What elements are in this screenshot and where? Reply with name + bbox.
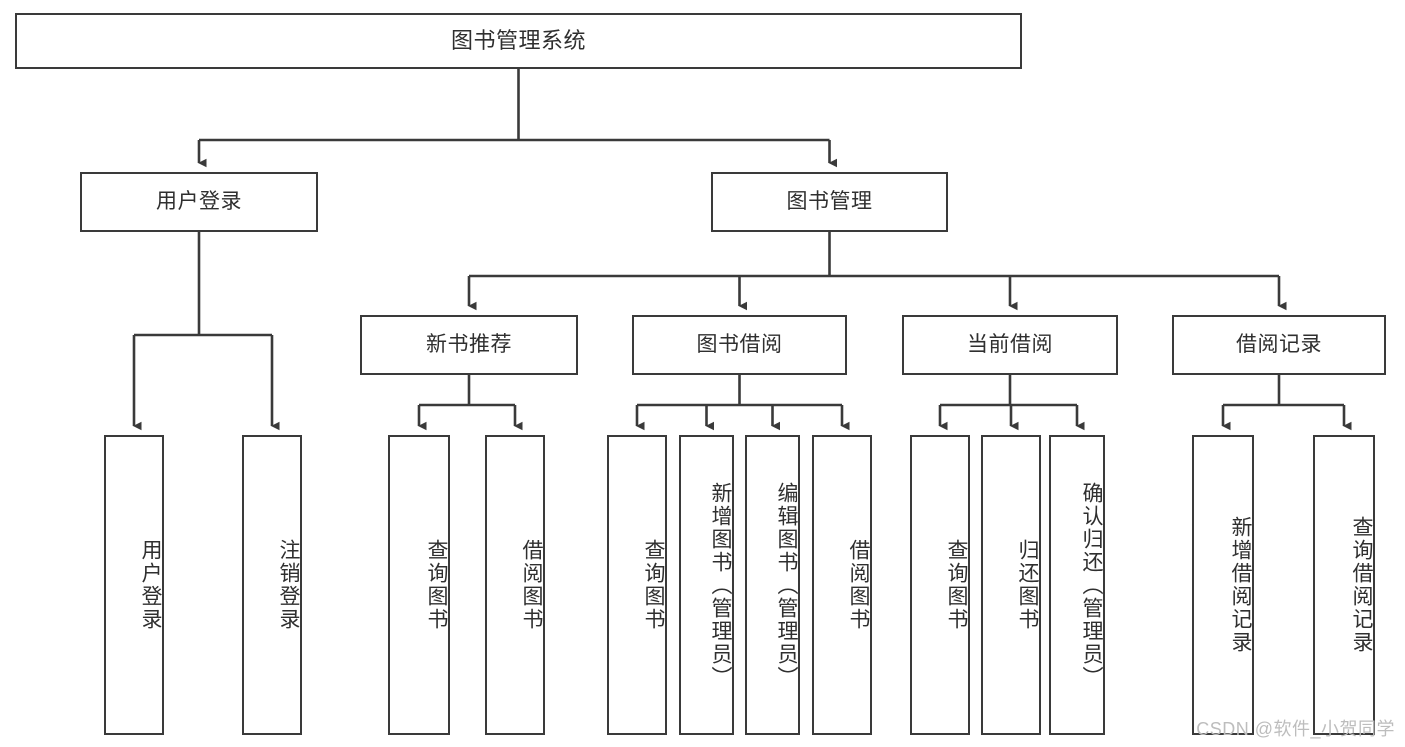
node-label: 新书推荐	[426, 332, 512, 356]
node-leaf-add-record[interactable]: 新增借阅记录	[1192, 435, 1254, 735]
node-label: 当前借阅	[967, 332, 1053, 356]
node-label: 查询图书	[945, 539, 968, 631]
node-borrow-record[interactable]: 借阅记录	[1172, 315, 1386, 375]
node-user-login[interactable]: 用户登录	[80, 172, 318, 232]
csdn-watermark: CSDN @软件_小贺同学	[1196, 719, 1395, 739]
node-label: 图书管理系统	[450, 27, 586, 53]
node-leaf-borrow-book[interactable]: 借阅图书	[812, 435, 872, 735]
node-book-borrow[interactable]: 图书借阅	[632, 315, 847, 375]
node-label: 借阅图书	[520, 539, 543, 631]
node-leaf-query-book-rec[interactable]: 查询图书	[388, 435, 450, 735]
node-label: 新增图书（管理员）	[709, 481, 732, 689]
node-label: 查询借阅记录	[1350, 516, 1373, 654]
node-label: 用户登录	[139, 539, 162, 631]
node-leaf-user-login[interactable]: 用户登录	[104, 435, 164, 735]
node-label: 用户登录	[156, 189, 242, 213]
node-label: 图书管理	[786, 189, 873, 213]
node-leaf-logout[interactable]: 注销登录	[242, 435, 302, 735]
node-label: 查询图书	[642, 539, 665, 631]
node-leaf-add-book[interactable]: 新增图书（管理员）	[679, 435, 734, 735]
node-leaf-query-book-cur[interactable]: 查询图书	[910, 435, 970, 735]
node-label: 查询图书	[425, 539, 448, 631]
node-leaf-edit-book[interactable]: 编辑图书（管理员）	[745, 435, 800, 735]
node-leaf-return-book[interactable]: 归还图书	[981, 435, 1041, 735]
node-label: 借阅记录	[1236, 332, 1322, 356]
node-leaf-query-record[interactable]: 查询借阅记录	[1313, 435, 1375, 735]
node-leaf-borrow-book-rec[interactable]: 借阅图书	[485, 435, 545, 735]
node-label: 注销登录	[277, 539, 300, 631]
node-root[interactable]: 图书管理系统	[15, 13, 1022, 69]
node-label: 图书借阅	[696, 332, 783, 356]
node-current-borrow[interactable]: 当前借阅	[902, 315, 1118, 375]
node-label: 新增借阅记录	[1229, 516, 1252, 654]
node-label: 归还图书	[1016, 539, 1039, 631]
node-label: 借阅图书	[847, 539, 870, 631]
node-leaf-confirm-return[interactable]: 确认归还（管理员）	[1049, 435, 1105, 735]
node-label: 编辑图书（管理员）	[775, 481, 798, 689]
node-new-book-rec[interactable]: 新书推荐	[360, 315, 578, 375]
node-label: 确认归还（管理员）	[1080, 481, 1103, 689]
node-book-manage[interactable]: 图书管理	[711, 172, 948, 232]
node-leaf-query-book[interactable]: 查询图书	[607, 435, 667, 735]
